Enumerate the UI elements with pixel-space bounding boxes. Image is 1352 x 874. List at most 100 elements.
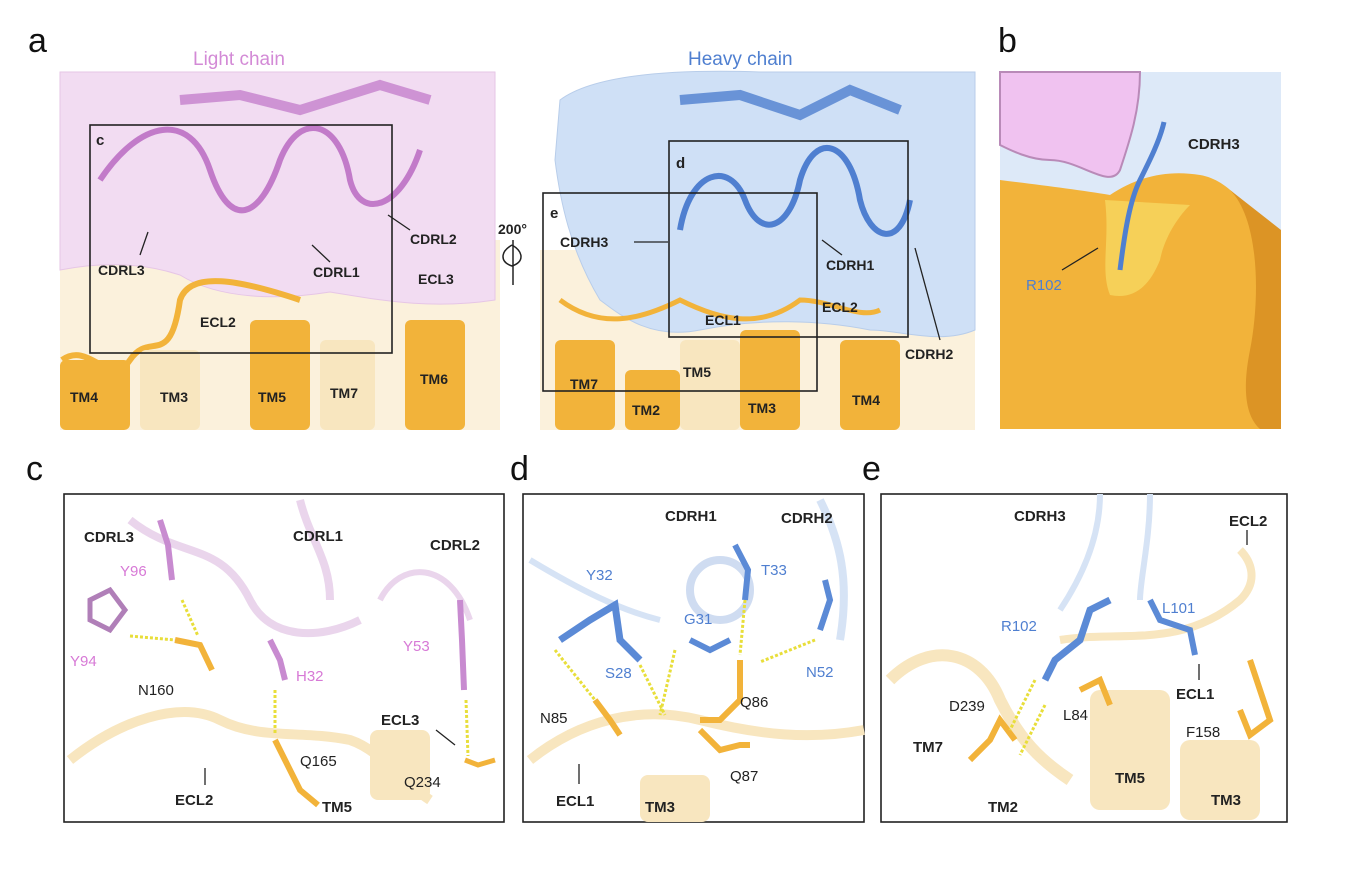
tm3-helix-right — [740, 330, 800, 430]
heavy-chain-title: Heavy chain — [688, 49, 793, 70]
l101-stick — [1147, 598, 1198, 656]
res-q234: Q234 — [404, 774, 441, 791]
cdrh1-ribbon-left — [528, 557, 661, 623]
q234-stick — [464, 757, 496, 768]
label-tm5-e: TM5 — [1115, 770, 1145, 787]
box-c-label: c — [96, 132, 104, 149]
label-cdrh3-e: CDRH3 — [1014, 508, 1066, 525]
t33-stick — [732, 543, 752, 601]
hbond-y94-n160 — [129, 634, 176, 642]
label-cdrl2: CDRL2 — [410, 231, 457, 247]
res-l84: L84 — [1063, 707, 1088, 724]
res-y53: Y53 — [403, 638, 430, 655]
panel-letter-b: b — [998, 22, 1017, 60]
label-tm7-right: TM7 — [570, 376, 598, 392]
heavy-chain-surface — [554, 70, 976, 338]
hbond-r102-d239-b — [1018, 704, 1047, 756]
label-ecl3-c: ECL3 — [381, 712, 419, 729]
label-cdrh1: CDRH1 — [826, 257, 874, 273]
y32-stick — [558, 599, 643, 663]
cdrh2-ribbon — [816, 498, 848, 641]
tm3-helix-d — [640, 775, 710, 822]
res-q86: Q86 — [740, 694, 768, 711]
label-r102-b: R102 — [1026, 277, 1062, 294]
q87-stick — [697, 727, 750, 754]
hbond-y53-q234 — [464, 699, 470, 757]
tm2-helix — [625, 370, 680, 430]
label-cdrl3-c: CDRL3 — [84, 529, 134, 546]
d239-stick — [967, 714, 1018, 763]
res-y32: Y32 — [586, 567, 613, 584]
y96-stick — [157, 519, 175, 581]
y53-stick — [457, 599, 467, 691]
res-f158: F158 — [1186, 724, 1220, 741]
label-ecl1-d: ECL1 — [556, 793, 594, 810]
label-ecl2-right: ECL2 — [822, 299, 858, 315]
ecl1-ribbon-d — [526, 709, 865, 764]
label-tm5-right: TM5 — [683, 364, 711, 380]
arrow-r102 — [1061, 247, 1099, 271]
tm5-helix — [250, 320, 310, 430]
hbond-g31-q87 — [658, 649, 677, 716]
arrow-cdrh2 — [914, 247, 941, 341]
res-l101: L101 — [1162, 600, 1195, 617]
res-y94: Y94 — [70, 653, 97, 670]
cdrh1-loop — [686, 556, 754, 624]
arrow-cdrl2 — [387, 214, 411, 231]
panel-letter-c: c — [26, 450, 43, 488]
label-ecl1: ECL1 — [705, 312, 741, 328]
label-cdrh2: CDRH2 — [905, 346, 953, 362]
label-cdrh3-b: CDRH3 — [1188, 136, 1240, 153]
panel-d: CDRH1 CDRH2 ECL1 TM3 Y32 T33 G31 S28 N52… — [522, 493, 865, 823]
q165-stick — [272, 738, 320, 808]
label-tm7-e: TM7 — [913, 739, 943, 756]
arrow-ecl3-c — [435, 729, 456, 746]
panel-letter-e: e — [862, 450, 881, 488]
res-n160: N160 — [138, 682, 174, 699]
ecl1-loop — [558, 297, 882, 322]
g31-stick — [688, 637, 732, 654]
tm7-helix — [320, 340, 375, 430]
res-s28: S28 — [605, 665, 632, 682]
hbond-t33-q86 — [738, 599, 747, 656]
cdrl1-ribbon — [296, 499, 334, 601]
res-n52: N52 — [806, 664, 834, 681]
label-ecl3: ECL3 — [418, 271, 454, 287]
n52-stick — [817, 579, 834, 631]
label-tm5: TM5 — [258, 389, 286, 405]
label-cdrh3: CDRH3 — [560, 234, 608, 250]
panel-letter-d: d — [510, 450, 529, 488]
arrow-cdrl3 — [139, 231, 149, 256]
box-d — [668, 140, 909, 338]
res-q87: Q87 — [730, 768, 758, 785]
label-tm2: TM2 — [632, 402, 660, 418]
receptor-edge — [1230, 190, 1281, 429]
label-cdrl1-c: CDRL1 — [293, 528, 343, 545]
h32-stick — [267, 638, 288, 681]
tm6-helix — [405, 320, 465, 430]
hbond-r102-d239-a — [1008, 679, 1037, 731]
tm4-helix-right — [840, 340, 900, 430]
ecl2-ribbon-e — [1059, 547, 1256, 644]
arrow-cdrh1 — [821, 239, 843, 256]
tm5-helix-right — [680, 340, 740, 430]
heavy-chain-ribbon — [677, 145, 913, 237]
heavy-chain-sheet — [679, 84, 902, 121]
receptor-slab — [1000, 173, 1281, 429]
res-r102: R102 — [1001, 618, 1037, 635]
light-chain-ribbon — [97, 125, 423, 214]
hbond-y32-n85 — [553, 649, 597, 701]
hbond-y96-n160 — [180, 599, 200, 637]
label-tm3-d: TM3 — [645, 799, 675, 816]
panel-a-light: c Light chain CDRL3 CDRL1 CDRL2 ECL2 ECL… — [59, 49, 500, 430]
cdrh3-ribbon-e2 — [1137, 493, 1153, 601]
panel-e: CDRH3 ECL2 ECL1 TM7 TM5 TM2 TM3 R102 L10… — [880, 493, 1288, 823]
res-d239: D239 — [949, 698, 985, 715]
label-tm3: TM3 — [160, 389, 188, 405]
panel-d-frame — [522, 493, 865, 823]
label-cdrl3: CDRL3 — [98, 262, 145, 278]
light-chain-title: Light chain — [193, 49, 285, 70]
label-tm3-right: TM3 — [748, 400, 776, 416]
tm5-helix-e — [1090, 690, 1170, 810]
